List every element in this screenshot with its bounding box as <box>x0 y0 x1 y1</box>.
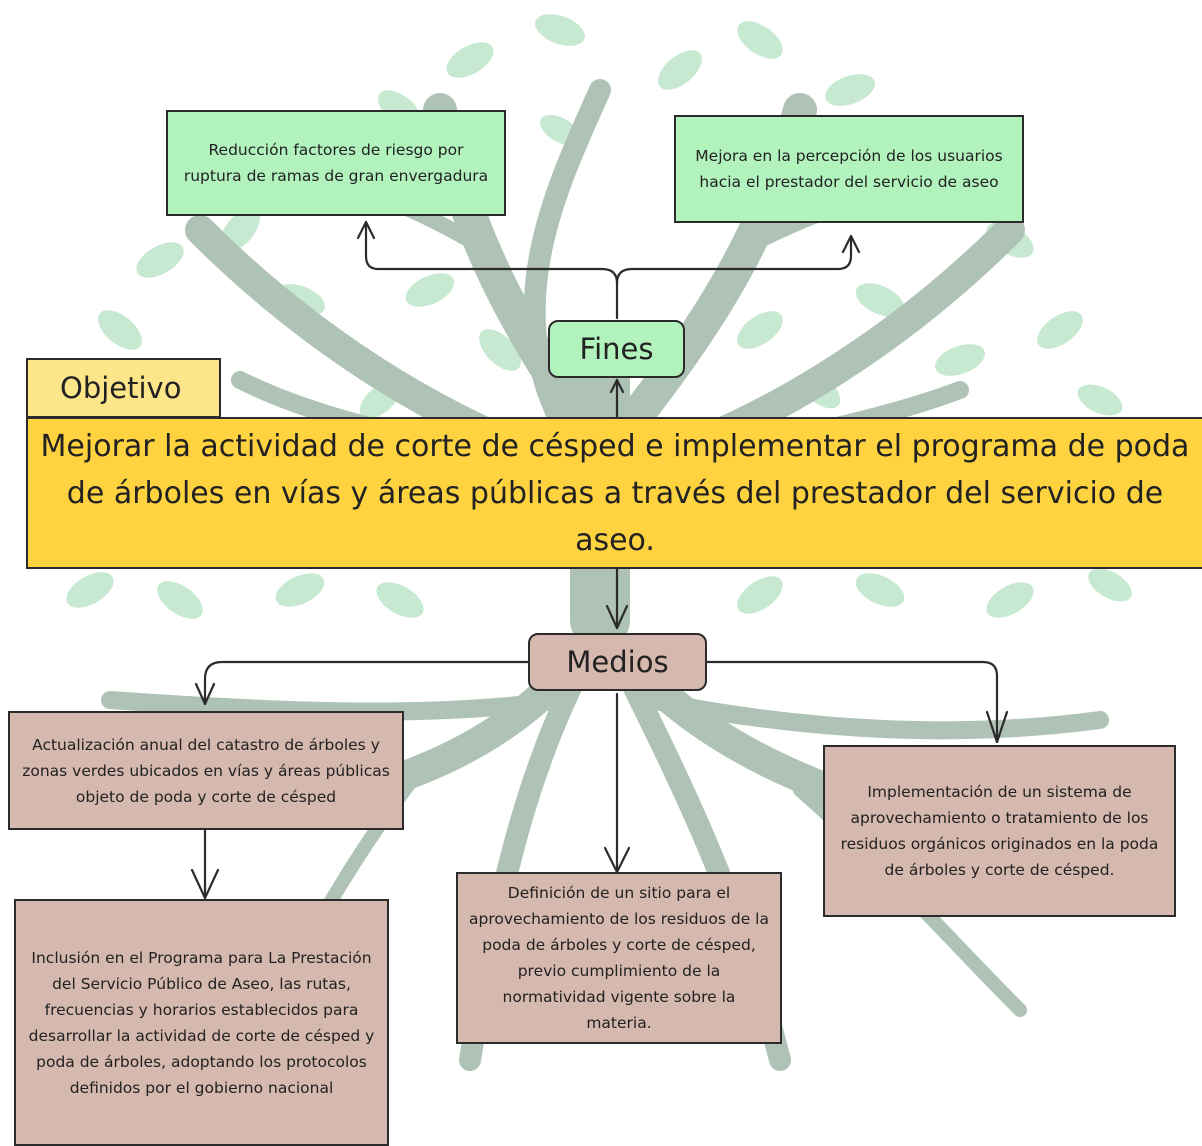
fin-box-percepcion: Mejora en la percepción de los usuarios … <box>674 115 1024 223</box>
medio-box-catastro: Actualización anual del catastro de árbo… <box>8 711 404 830</box>
arrowhead-up-right <box>841 234 861 254</box>
connector-fines-right <box>615 236 853 285</box>
fin-box-riesgo: Reducción factores de riesgo por ruptura… <box>166 110 506 216</box>
tree-leaves <box>66 14 1132 619</box>
fin-text: Mejora en la percepción de los usuarios … <box>695 147 1003 191</box>
objective-box: Mejorar la actividad de corte de césped … <box>26 417 1202 569</box>
arrowhead-down-programa <box>190 868 220 900</box>
arrowhead-down-medios <box>605 604 629 630</box>
objetivo-label: Objetivo <box>26 358 221 418</box>
connector-medios-left <box>203 660 530 706</box>
medio-text: Implementación de un sistema de aprovech… <box>840 783 1159 879</box>
connector-medios-right <box>705 660 999 744</box>
arrowhead-up-fines <box>609 378 625 394</box>
medio-text: Definición de un sitio para el aprovecha… <box>469 884 769 1032</box>
fines-label-text: Fines <box>579 332 654 366</box>
medio-box-sistema: Implementación de un sistema de aprovech… <box>823 745 1176 917</box>
fines-label: Fines <box>548 320 685 378</box>
arrowhead-down-left <box>194 682 216 706</box>
medio-text: Actualización anual del catastro de árbo… <box>22 735 390 806</box>
medios-label: Medios <box>528 633 707 691</box>
arrowhead-up-left <box>356 220 376 240</box>
objective-text: Mejorar la actividad de corte de césped … <box>40 428 1190 558</box>
medio-box-sitio: Definición de un sitio para el aprovecha… <box>456 872 782 1044</box>
objetivo-label-text: Objetivo <box>60 371 182 405</box>
medio-text: Inclusión en el Programa para La Prestac… <box>28 948 375 1097</box>
medio-box-programa: Inclusión en el Programa para La Prestac… <box>14 899 389 1146</box>
fin-text: Reducción factores de riesgo por ruptura… <box>183 141 489 185</box>
medios-label-text: Medios <box>566 645 669 679</box>
arrowhead-down-right <box>985 710 1009 744</box>
connector-fines-left <box>364 220 619 320</box>
